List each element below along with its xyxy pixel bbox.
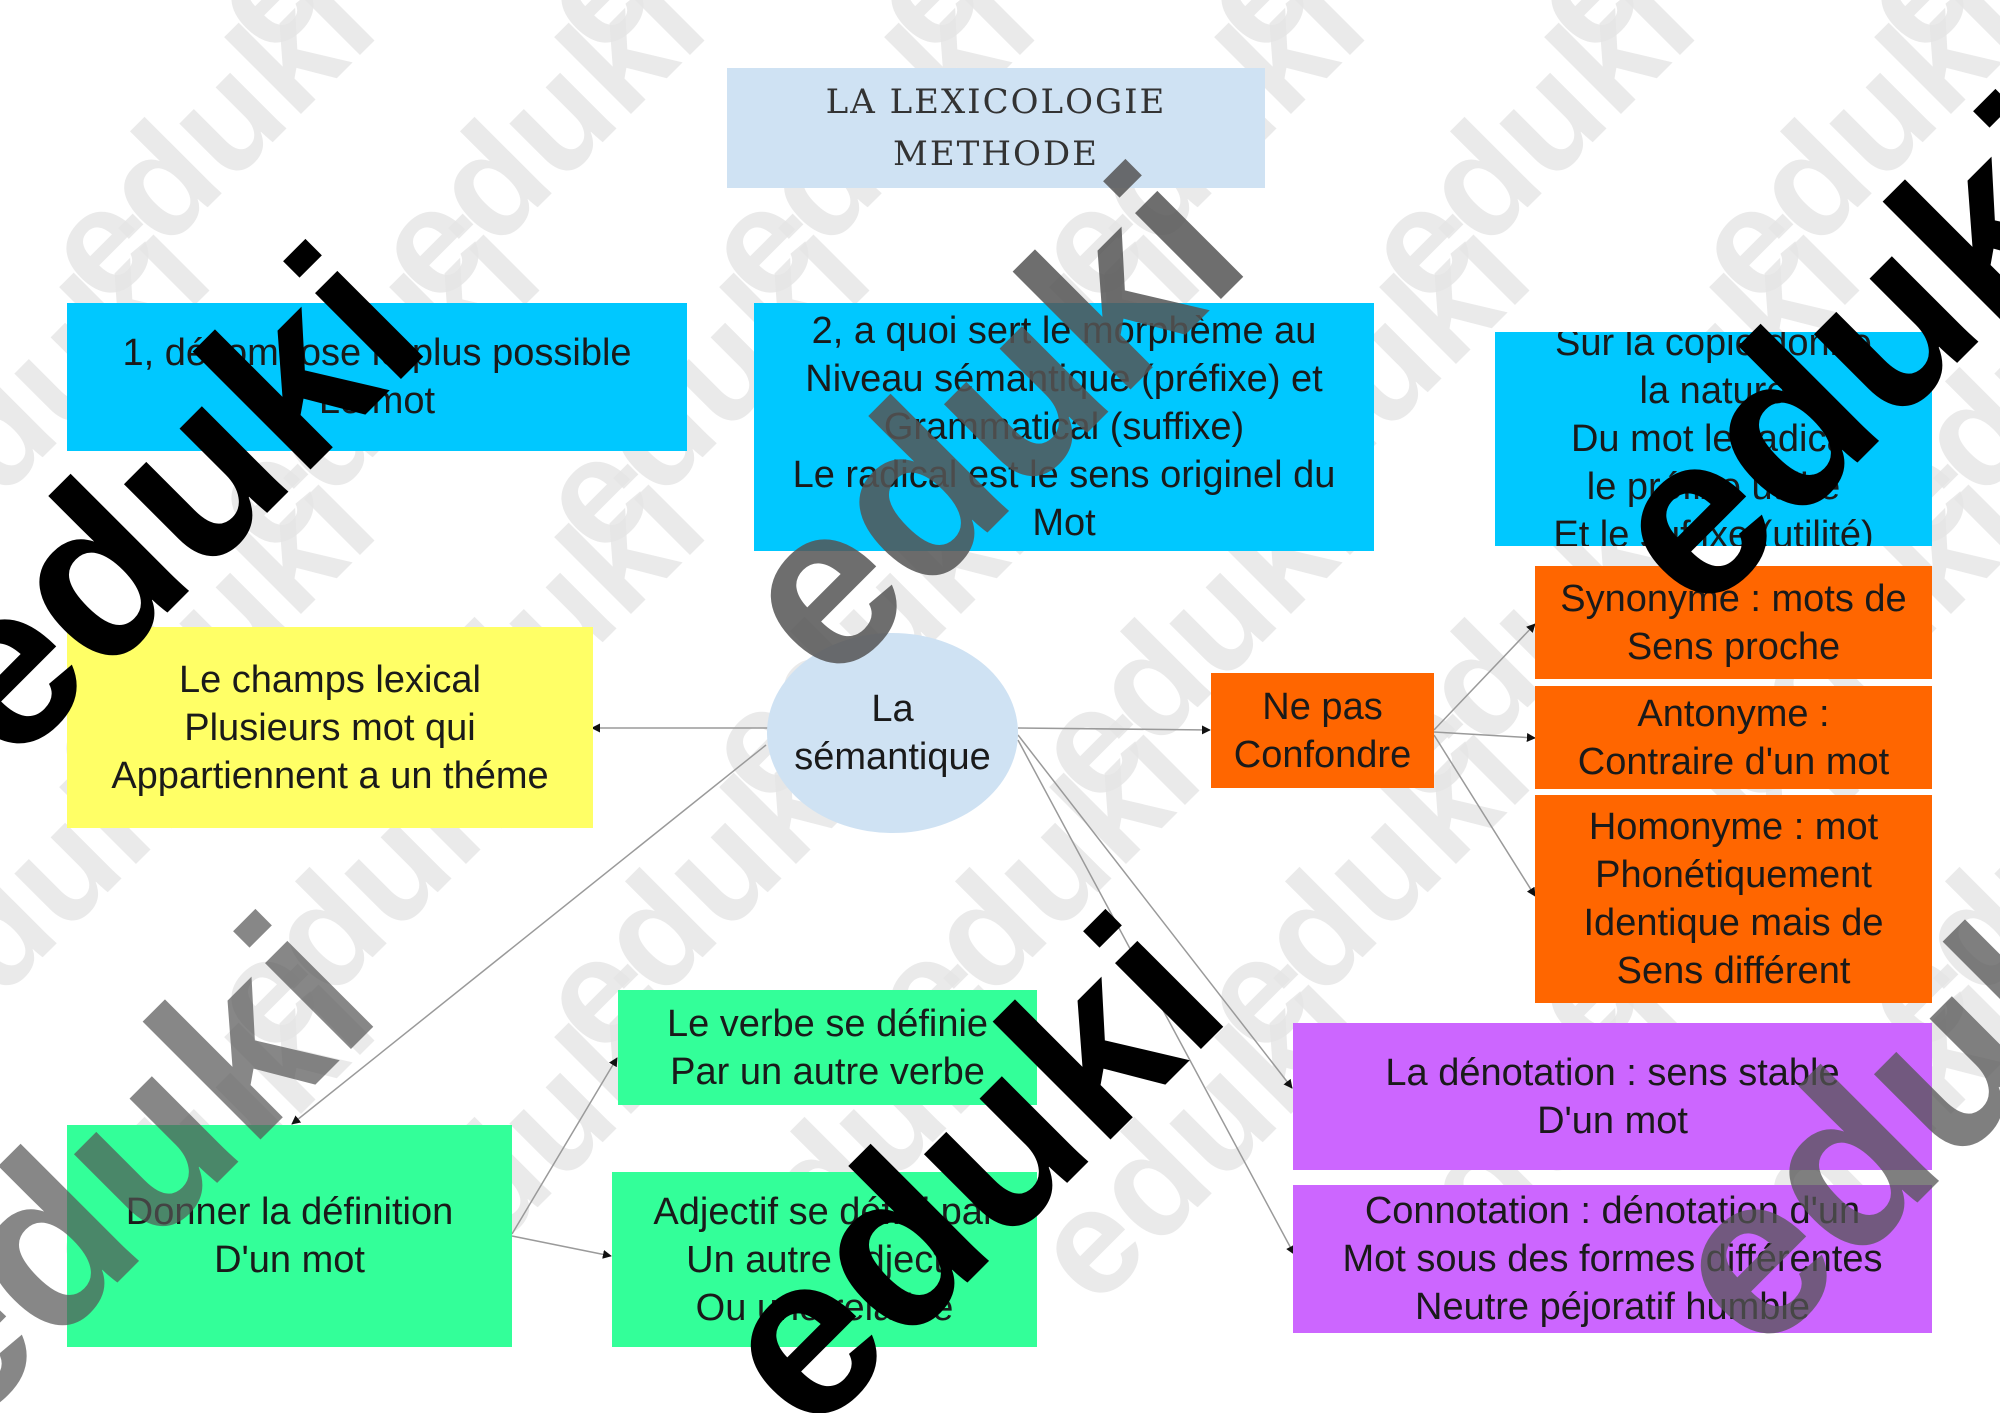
- copy-box: Sur la copie donne la nature Du mot le r…: [1495, 332, 1932, 546]
- step1-box: 1, décompose le plus possible Le mot: [67, 303, 687, 451]
- confondre-box: Ne pas Confondre: [1211, 673, 1434, 788]
- confondre-line-2: Confondre: [1233, 733, 1412, 776]
- synonyme-line-2: Sens proche: [1626, 625, 1841, 668]
- denotation-line-2: D'un mot: [1537, 1099, 1688, 1142]
- watermark-tile: eduki: [174, 0, 570, 83]
- connotation-line-3: Neutre péjoratif humble: [1415, 1286, 1810, 1328]
- connotation-line-2: Mot sous des formes différentes: [1342, 1238, 1883, 1280]
- step2-line-4: Le radical est le sens originel du: [792, 454, 1336, 496]
- copy-line-3: Du mot le radical: [1570, 418, 1857, 460]
- definition-line-2: D'un mot: [214, 1239, 365, 1281]
- copy-line-4: le préfixe utilité: [1586, 466, 1841, 508]
- step1-line-1: 1, décompose le plus possible: [122, 332, 632, 374]
- connector-confondre-to-antonyme: [1433, 731, 1536, 743]
- step2-line-3: Grammatical (suffixe): [883, 406, 1245, 448]
- connector-confondre-to-homonyme: [1433, 734, 1536, 897]
- title-box: LA LEXICOLOGIE METHODE: [727, 68, 1265, 188]
- connector-semantique-to-confondre: [1017, 725, 1211, 735]
- antonyme-box: Antonyme : Contraire d'un mot: [1535, 686, 1932, 789]
- step2-line-2: Niveau sémantique (préfixe) et: [805, 358, 1323, 400]
- antonyme-line-1: Antonyme :: [1637, 692, 1830, 735]
- synonyme-line-1: Synonyme : mots de: [1560, 577, 1907, 620]
- step1-line-2: Le mot: [318, 380, 436, 422]
- title-line-1: LA LEXICOLOGIE: [825, 82, 1167, 122]
- title-line-2: METHODE: [893, 134, 1099, 174]
- adjectif-line-2: Un autre adjectif: [686, 1238, 963, 1281]
- watermark-tile: eduki: [9, 0, 405, 333]
- lexical-line-3: Appartiennent a un théme: [111, 754, 549, 797]
- adjectif-line-1: Adjectif se défini par: [653, 1190, 996, 1233]
- step2-line-1: 2, a quoi sert le morphème au: [811, 310, 1317, 352]
- homonyme-line-3: Identique mais de: [1583, 902, 1884, 944]
- copy-line-1: Sur la copie donne: [1555, 332, 1872, 364]
- verbe-line-1: Le verbe se définie: [666, 1002, 989, 1045]
- connotation-box: Connotation : dénotation d'un Mot sous d…: [1293, 1185, 1932, 1333]
- watermark-tile: eduki: [1824, 0, 2000, 83]
- denotation-line-1: La dénotation : sens stable: [1385, 1051, 1840, 1094]
- watermark-tile: eduki: [1989, 937, 2000, 1333]
- connotation-line-1: Connotation : dénotation d'un: [1364, 1190, 1861, 1232]
- step2-line-5: Mot: [1032, 502, 1096, 544]
- watermark-tile: eduki: [1989, 437, 2000, 833]
- adjectif-box: Adjectif se défini par Un autre adjectif…: [612, 1172, 1037, 1347]
- semantique-line-2: sémantique: [794, 736, 991, 778]
- semantique-ellipse: La sémantique: [767, 633, 1018, 833]
- confondre-line-1: Ne pas: [1262, 685, 1383, 728]
- synonyme-box: Synonyme : mots de Sens proche: [1535, 566, 1932, 679]
- denotation-box: La dénotation : sens stable D'un mot: [1293, 1023, 1932, 1170]
- adjectif-line-3: Ou une relative: [695, 1286, 954, 1329]
- step2-box: 2, a quoi sert le morphème au Niveau sém…: [754, 303, 1374, 551]
- connector-semantique-to-connotation: [1017, 739, 1295, 1255]
- lexical-line-1: Le champs lexical: [178, 658, 482, 701]
- verbe-box: Le verbe se définie Par un autre verbe: [618, 990, 1037, 1105]
- homonyme-box: Homonyme : mot Phonétiquement Identique …: [1535, 795, 1932, 1003]
- copy-line-2: la nature: [1639, 370, 1788, 412]
- lexical-box: Le champs lexical Plusieurs mot qui Appa…: [67, 627, 593, 828]
- watermark-tile: eduki: [1989, 0, 2000, 333]
- definition-box: Donner la définition D'un mot: [67, 1125, 512, 1347]
- antonyme-line-2: Contraire d'un mot: [1577, 740, 1890, 783]
- watermark-tile: eduki: [0, 0, 240, 83]
- connector-definition-to-adjectif: [511, 1235, 612, 1259]
- copy-line-5: Et le suffixe (utilité): [1553, 514, 1874, 546]
- lexical-line-2: Plusieurs mot qui: [184, 706, 476, 749]
- homonyme-line-1: Homonyme : mot: [1588, 806, 1879, 848]
- watermark-tile: eduki: [1659, 0, 2000, 333]
- watermark-tile: eduki: [1329, 0, 1725, 333]
- definition-line-1: Donner la définition: [125, 1191, 454, 1233]
- watermark-tile: eduki: [339, 0, 735, 333]
- homonyme-line-2: Phonétiquement: [1595, 854, 1872, 896]
- connector-definition-to-verbe: [511, 1057, 618, 1235]
- connector-confondre-to-synonyme: [1433, 623, 1536, 731]
- semantique-line-1: La: [871, 688, 914, 730]
- homonyme-line-4: Sens différent: [1616, 950, 1851, 992]
- watermark-tile: eduki: [1494, 0, 1890, 83]
- verbe-line-2: Par un autre verbe: [670, 1050, 985, 1093]
